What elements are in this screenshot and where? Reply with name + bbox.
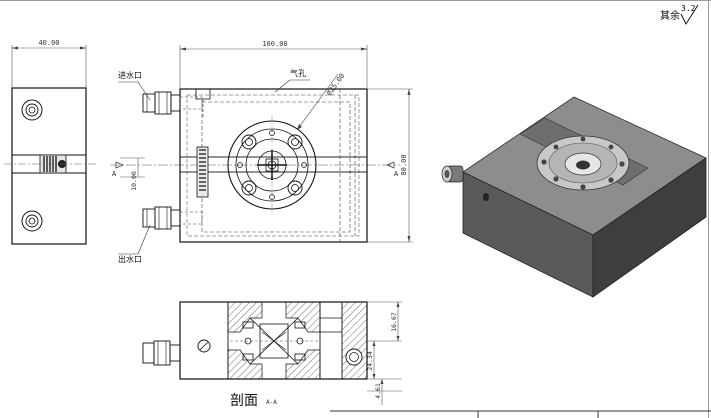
section-mark-left: A [112,170,117,178]
side-view: 40.00 [4,39,96,245]
label-air-hole: 气孔 [290,68,306,78]
front-offset-dimension: 10.00 [130,171,138,191]
surface-roughness-icon [680,4,699,25]
isometric-flange [536,135,630,191]
section-dimension-top: 16.67 [390,312,398,332]
front-view: 100.00 80.00 10.00 A A [110,40,413,264]
isometric-fitting [441,165,464,183]
center-flange [227,115,317,215]
section-title: 剖面 [230,393,258,409]
section-mark-right: A [394,170,399,178]
surface-finish-note: 其余 3.2 [660,4,699,25]
inlet-fitting [142,91,203,115]
isometric-render [441,96,707,298]
section-dimension-bottom: 4.61 [374,383,382,399]
section-subtitle: A-A [266,399,277,406]
front-height-dimension: 80.00 [400,154,408,175]
surface-finish-value: 3.2 [681,4,696,13]
front-length-dimension: 100.00 [262,40,287,48]
side-width-dimension: 40.00 [38,39,59,47]
label-water-inlet: 进水口 [118,70,142,80]
surface-finish-prefix: 其余 [660,9,680,22]
section-view: 16.67 24.34 4.61 剖面 A-A [142,301,402,409]
label-water-outlet: 出水口 [118,254,142,264]
section-dimension-middle: 24.34 [366,351,374,371]
